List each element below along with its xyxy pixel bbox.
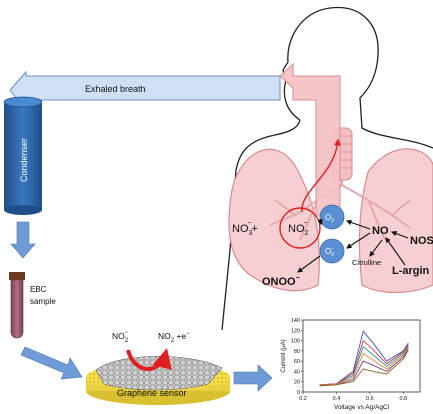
arrow-larg-to-no xyxy=(385,237,406,266)
no-label: NO xyxy=(372,225,389,237)
arrow-nos-to-no xyxy=(390,230,409,239)
cv-series-line xyxy=(319,349,409,387)
sensor-no2-minus: NO2− xyxy=(112,330,129,344)
arrow-no-to-o2minus xyxy=(346,232,371,249)
y-tick-label: 0 xyxy=(297,390,300,396)
arrow-o2minus-to-onoo xyxy=(297,255,321,273)
x-axis-label: Voltage vs Ag/AgCl xyxy=(334,404,390,411)
y-tick-label: 60 xyxy=(294,359,300,365)
o2-circle xyxy=(319,204,345,230)
tube-to-sensor-arrow xyxy=(20,346,83,380)
arrow-o2-to-no2-lung xyxy=(317,218,323,226)
no2-minus-lung-label: NO2− xyxy=(288,220,309,237)
ebc-tube-body xyxy=(10,279,24,339)
cv-series-line xyxy=(319,346,409,386)
ebc-label-line2: sample xyxy=(30,297,56,306)
nos-label: NOS xyxy=(410,235,433,247)
y-tick-label: 20 xyxy=(294,380,300,386)
sensor-reaction-arrow xyxy=(126,348,172,371)
human-body-outline xyxy=(221,119,301,331)
condenser-body xyxy=(4,102,42,210)
exhaled-breath-label: Exhaled breath xyxy=(85,84,146,94)
sensor-no2-product: NO2 +e− xyxy=(158,331,190,344)
l-arginine-label: L-argin xyxy=(392,265,430,277)
graphene-hex-pattern xyxy=(96,356,222,390)
sensor-to-plot-arrow xyxy=(233,364,273,392)
o2-minus-circle xyxy=(319,238,345,264)
x-tick-label: 0.2 xyxy=(299,396,307,402)
condenser-bottom xyxy=(4,205,42,215)
alveolus-circle xyxy=(279,207,321,249)
condenser-label: Condenser xyxy=(19,138,29,182)
reaction-arrows xyxy=(297,218,409,273)
o2-label: O2 xyxy=(325,213,334,224)
y-tick-label: 40 xyxy=(294,369,300,375)
right-lung xyxy=(358,148,433,294)
graphene-sensor-label: Graphene sensor xyxy=(117,388,187,398)
ebc-label-line1: EBC xyxy=(30,285,47,294)
cv-plot: 140 120 100 80 60 40 20 00.2 0.4 0.6 0.8 Current (μ… xyxy=(281,318,421,411)
y-tick-label: 80 xyxy=(294,349,300,355)
x-tick-label: 0.4 xyxy=(333,396,341,402)
left-lung xyxy=(228,148,320,292)
o2-minus-label: O2− xyxy=(325,246,334,258)
arrow-no-to-o2 xyxy=(345,219,371,230)
y-tick-label: 100 xyxy=(291,339,300,345)
ebc-tube-cap xyxy=(9,272,25,280)
y-axis-label: Current (μA) xyxy=(281,339,287,372)
arrow-no-to-citrulline xyxy=(369,239,383,257)
y-tick-label: 120 xyxy=(291,328,300,334)
condenser-down-arrow xyxy=(10,221,36,259)
onoo-label: ONOO− xyxy=(262,275,300,288)
x-tick-label: 0.8 xyxy=(399,396,407,402)
red-path-arrow xyxy=(301,138,342,213)
cv-series-line xyxy=(319,340,409,386)
y-tick-label: 140 xyxy=(291,318,300,324)
x-tick-label: 0.6 xyxy=(366,396,374,402)
no3-plus-label: NO3−+ xyxy=(232,220,258,237)
condenser-top xyxy=(3,96,43,108)
citrulline-label: Citrulline xyxy=(352,258,381,267)
